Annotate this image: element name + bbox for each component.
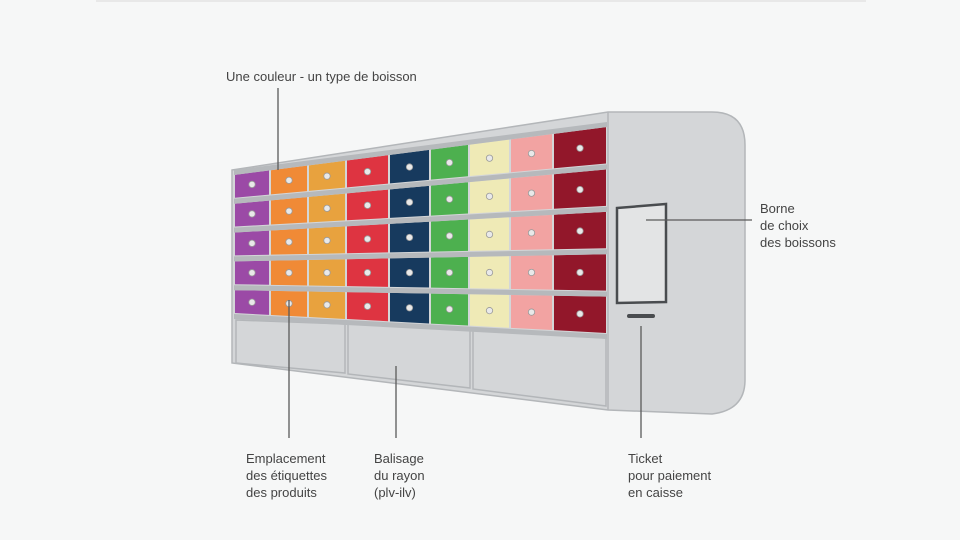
label-shelf-marking-line-3: (plv-ilv) [374, 485, 416, 500]
drawer-knob [285, 207, 293, 215]
drawer-knob [248, 269, 256, 277]
drawer-knob [445, 268, 454, 277]
label-kiosk-line-3: des boissons [760, 235, 836, 250]
label-shelf-marking-line-1: Balisage [374, 451, 424, 466]
label-product-labels-line-2: des étiquettes [246, 468, 327, 483]
base-panel-left [235, 319, 346, 374]
drawer-knob [445, 305, 454, 313]
shelf-rail-2 [234, 164, 607, 204]
drawer-knob [527, 189, 536, 197]
drawer-knob [485, 307, 494, 315]
label-shelf-marking-line-2: du rayon [374, 468, 425, 483]
leader-lines [277, 88, 752, 438]
drawer-knob [576, 144, 584, 152]
drawer-knob [285, 269, 293, 277]
drawer-knob [485, 230, 494, 239]
drawer-knob [576, 185, 584, 194]
label-ticket-line-1: Ticket [628, 451, 663, 466]
shelf-rail-1 [234, 122, 607, 175]
drawer-knob [527, 149, 536, 158]
drawer-knob [248, 180, 256, 189]
drawer-knob [527, 268, 536, 277]
label-kiosk-line-2: de choix [760, 218, 809, 233]
drawer-knob [527, 229, 536, 237]
drawer-knob [485, 192, 494, 200]
drawer-knob [445, 195, 454, 203]
drawer-knob [405, 304, 414, 312]
label-color-type-text: Une couleur - un type de boisson [226, 69, 417, 84]
label-color-type: Une couleur - un type de boisson [226, 68, 417, 85]
drawer-knob [323, 269, 331, 277]
label-product-labels-line-3: des produits [246, 485, 317, 500]
drawer-knob [485, 268, 494, 277]
drawer-knob [363, 269, 372, 277]
drawer-knob [248, 239, 256, 247]
label-ticket: Ticket pour paiement en caisse [628, 450, 711, 501]
drawer-knob [323, 236, 331, 245]
label-shelf-marking: Balisage du rayon (plv-ilv) [374, 450, 425, 501]
label-ticket-line-3: en caisse [628, 485, 683, 500]
shelf-rail-5 [234, 285, 607, 297]
drawer-knob [248, 210, 256, 218]
drawer-knob [445, 232, 454, 240]
top-divider [96, 0, 866, 2]
drawer-knob [363, 201, 372, 209]
shelf-rail-bottom [234, 314, 607, 339]
drawer-knob [363, 168, 372, 176]
label-product-labels-line-1: Emplacement [246, 451, 326, 466]
drawer-knob [405, 163, 414, 171]
drawer-knob [323, 172, 331, 180]
drawer-knob [405, 269, 414, 277]
drawer-knob [248, 298, 256, 306]
label-kiosk-line-1: Borne [760, 201, 795, 216]
drawer-knob [285, 238, 293, 246]
drawer-knob [576, 268, 584, 277]
shelf-rail-3 [234, 206, 607, 233]
label-ticket-line-2: pour paiement [628, 468, 712, 483]
drawer-grid [235, 127, 606, 333]
drawer-knob [445, 158, 454, 167]
drawer-knob [485, 154, 494, 162]
drawer-knob [363, 302, 372, 310]
ticket-slot [627, 314, 655, 318]
shelf-rails [234, 122, 607, 339]
drawer-knob [405, 198, 414, 206]
shelf-rail-4 [234, 249, 607, 262]
drawer-knob [405, 233, 414, 242]
drawer-knob [323, 301, 331, 309]
label-product-labels: Emplacement des étiquettes des produits [246, 450, 327, 501]
label-kiosk: Borne de choix des boissons [760, 200, 836, 251]
drawer-knob [576, 310, 584, 318]
drawer-knob [285, 176, 293, 184]
drawer-knob [576, 227, 584, 235]
drawer-knob [363, 235, 372, 243]
kiosk-screen [615, 202, 668, 305]
drawer-knob [323, 204, 331, 212]
drawer-knob [527, 308, 536, 316]
